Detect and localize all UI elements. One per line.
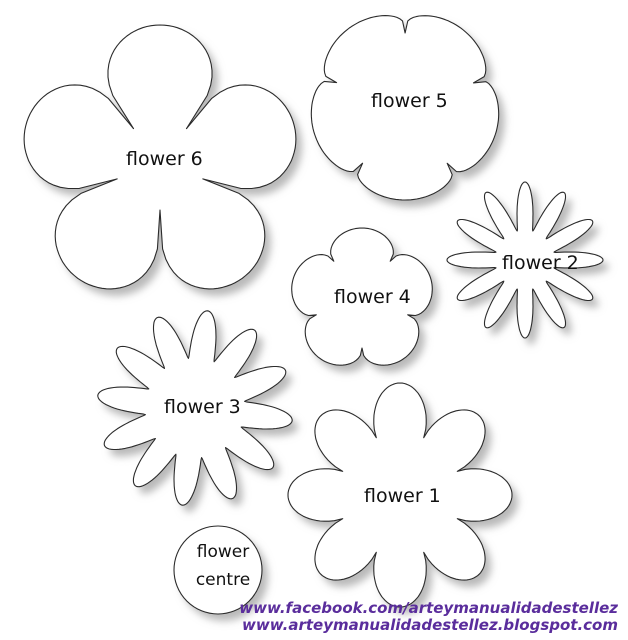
credits: www.facebook.com/arteymanualidadestellez…	[239, 600, 618, 634]
flower-5-shape	[310, 15, 500, 201]
flower-1-label: flower 1	[364, 485, 441, 507]
flower-centre-line-2: centre	[195, 570, 251, 590]
flower-2-shape	[446, 181, 604, 339]
flower-2-label: flower 2	[502, 252, 579, 274]
flower-centre-label: flower centre	[178, 538, 268, 594]
flower-4-label: flower 4	[334, 286, 411, 308]
flower-centre-line-1: flower	[196, 542, 250, 562]
flower-6-shape	[23, 24, 297, 290]
flower-6-label: flower 6	[126, 148, 203, 170]
flower-1-shape	[287, 382, 513, 608]
flower-centre-shape	[173, 525, 263, 615]
blog-link[interactable]: www.arteymanualidadestellez.blogspot.com	[242, 616, 618, 634]
flower-4-shape	[291, 227, 433, 366]
flower-3-label: flower 3	[164, 396, 241, 418]
flower-3-shape	[97, 310, 293, 506]
facebook-link[interactable]: www.facebook.com/arteymanualidadestellez	[239, 599, 618, 617]
flower-5-label: flower 5	[371, 90, 448, 112]
